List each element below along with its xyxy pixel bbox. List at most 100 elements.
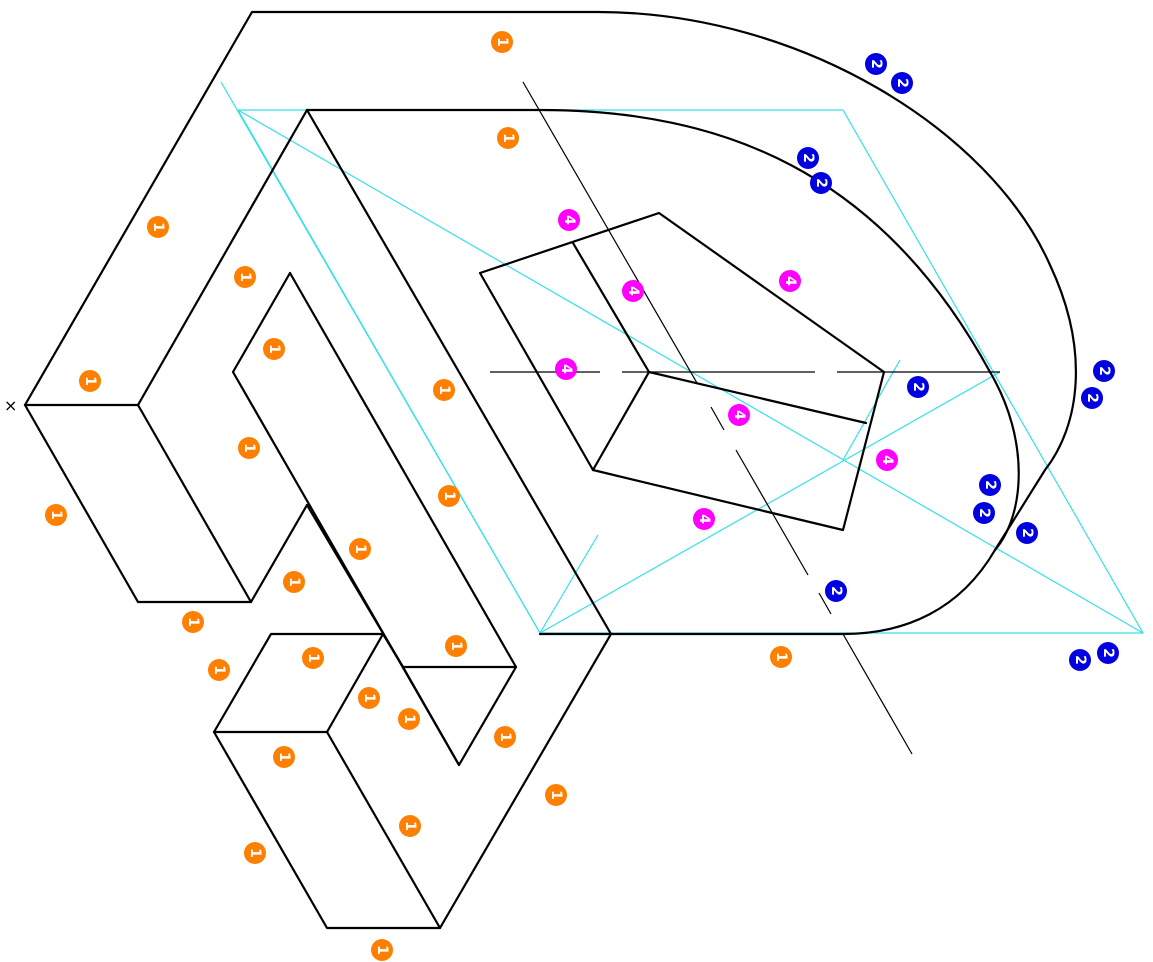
badge-4: 4 bbox=[622, 280, 644, 302]
badge-2: 2 bbox=[797, 147, 819, 169]
badge-1: 1 bbox=[45, 504, 67, 526]
badge-label: 1 bbox=[237, 272, 253, 282]
badge-label: 4 bbox=[561, 215, 577, 225]
badge-label: 1 bbox=[150, 222, 166, 232]
badge-4: 4 bbox=[728, 404, 750, 426]
badge-4: 4 bbox=[555, 358, 577, 380]
edge bbox=[647, 370, 868, 425]
badge-circle bbox=[491, 31, 513, 53]
badge-circle bbox=[1097, 642, 1119, 664]
badge-circle bbox=[555, 358, 577, 380]
badge-label: 2 bbox=[894, 78, 910, 88]
badge-circle bbox=[779, 270, 801, 292]
edge bbox=[325, 730, 442, 930]
badge-circle bbox=[891, 72, 913, 94]
badge-1: 1 bbox=[234, 266, 256, 288]
badge-label: 1 bbox=[500, 133, 516, 143]
badge-circle bbox=[45, 504, 67, 526]
badge-circle bbox=[1081, 387, 1103, 409]
object-outline bbox=[23, 10, 1077, 930]
badge-label: 1 bbox=[448, 641, 464, 651]
badge-label: 1 bbox=[773, 652, 789, 662]
badge-2: 2 bbox=[825, 580, 847, 602]
construction-line bbox=[220, 81, 541, 634]
badge-label: 1 bbox=[276, 752, 292, 762]
left-block bbox=[23, 403, 253, 604]
badge-1: 1 bbox=[182, 611, 204, 633]
badge-circle bbox=[825, 580, 847, 602]
badge-circle bbox=[907, 376, 929, 398]
badge-label: 2 bbox=[1084, 393, 1100, 403]
edge bbox=[591, 370, 651, 472]
badge-1: 1 bbox=[491, 31, 513, 53]
badge-circle bbox=[398, 708, 420, 730]
badge-label: 1 bbox=[266, 344, 282, 354]
badge-label: 4 bbox=[879, 455, 895, 465]
badge-circle bbox=[797, 147, 819, 169]
badge-2: 2 bbox=[1081, 387, 1103, 409]
construction-line bbox=[539, 534, 599, 634]
badge-circle bbox=[876, 449, 898, 471]
badge-label: 1 bbox=[494, 37, 510, 47]
badge-1: 1 bbox=[238, 437, 260, 459]
badge-label: 4 bbox=[558, 364, 574, 374]
badge-circle bbox=[438, 485, 460, 507]
badge-label: 1 bbox=[185, 617, 201, 627]
badge-circle bbox=[433, 379, 455, 401]
axis-line bbox=[842, 633, 913, 755]
badge-circle bbox=[545, 784, 567, 806]
badge-2: 2 bbox=[865, 53, 887, 75]
badge-2: 2 bbox=[1093, 360, 1115, 382]
badge-label: 4 bbox=[782, 276, 798, 286]
badge-label: 1 bbox=[441, 491, 457, 501]
axis-line bbox=[818, 592, 832, 615]
badge-circle bbox=[728, 404, 750, 426]
badge-label: 2 bbox=[1019, 528, 1035, 538]
construction-diagonal bbox=[539, 371, 1001, 634]
badge-2: 2 bbox=[979, 474, 1001, 496]
badge-circle bbox=[283, 571, 305, 593]
badge-4: 4 bbox=[876, 449, 898, 471]
badge-circle bbox=[244, 842, 266, 864]
badge-circle bbox=[979, 474, 1001, 496]
badge-label: 2 bbox=[976, 508, 992, 518]
badge-circle bbox=[445, 635, 467, 657]
badge-label: 1 bbox=[48, 510, 64, 520]
badge-circle bbox=[494, 726, 516, 748]
hex-prism bbox=[478, 211, 886, 532]
badge-circle bbox=[558, 209, 580, 231]
edge bbox=[136, 108, 309, 407]
badge-circle bbox=[273, 746, 295, 768]
badge-label: 2 bbox=[1096, 366, 1112, 376]
badge-circle bbox=[622, 280, 644, 302]
badge-circle bbox=[865, 53, 887, 75]
badge-circle bbox=[208, 659, 230, 681]
badge-1: 1 bbox=[302, 647, 324, 669]
badge-2: 2 bbox=[1016, 522, 1038, 544]
badge-1: 1 bbox=[147, 216, 169, 238]
badge-2: 2 bbox=[1097, 642, 1119, 664]
badge-1: 1 bbox=[497, 127, 519, 149]
badge-1: 1 bbox=[438, 485, 460, 507]
badge-1: 1 bbox=[358, 687, 380, 709]
badge-circle bbox=[147, 216, 169, 238]
badge-label: 1 bbox=[247, 848, 263, 858]
badge-label: 2 bbox=[828, 586, 844, 596]
badge-1: 1 bbox=[283, 571, 305, 593]
badge-4: 4 bbox=[779, 270, 801, 292]
badge-label: 1 bbox=[82, 376, 98, 386]
badge-circle bbox=[973, 502, 995, 524]
badge-label: 1 bbox=[402, 821, 418, 831]
badge-label: 1 bbox=[436, 385, 452, 395]
badge-label: 2 bbox=[813, 178, 829, 188]
badge-4: 4 bbox=[558, 209, 580, 231]
badge-circle bbox=[349, 538, 371, 560]
badge-label: 4 bbox=[696, 514, 712, 524]
badge-1: 1 bbox=[445, 635, 467, 657]
badge-label: 2 bbox=[1072, 655, 1088, 665]
badge-1: 1 bbox=[433, 379, 455, 401]
badge-1: 1 bbox=[349, 538, 371, 560]
axis-line bbox=[522, 81, 698, 384]
badge-label: 2 bbox=[800, 153, 816, 163]
bottom-block bbox=[212, 632, 613, 930]
